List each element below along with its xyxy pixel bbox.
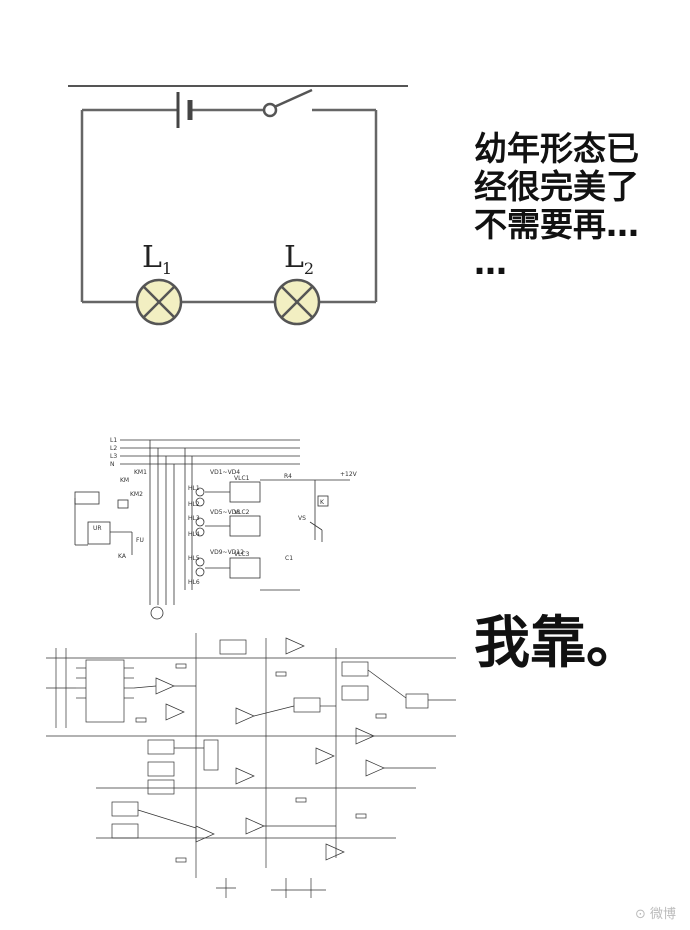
lamp-l2 [273, 278, 321, 326]
label-vlc2: VLC2 [234, 509, 250, 516]
bottom-caption: 我靠。 [474, 611, 642, 676]
label-hl6: HL6 [188, 579, 200, 586]
label-hl4: HL4 [188, 531, 200, 538]
three-phase-schematic: L1 L2 L3 N VD1~VD4 VLC1 VD5~VD8 VLC2 VD9… [74, 437, 358, 620]
lamp-l1 [135, 278, 183, 326]
label-km: KM [120, 477, 129, 484]
watermark: ⊙ 微博 [634, 907, 676, 922]
switch-symbol [262, 88, 313, 118]
label-km1: KM1 [134, 469, 147, 476]
complex-schematic [46, 633, 456, 898]
label-fu: FU [136, 537, 144, 544]
label-vd1-vd4: VD1~VD4 [210, 469, 240, 476]
lamp-label-l1: L1 [142, 240, 173, 278]
label-l3: L3 [110, 453, 117, 460]
top-caption-line: 经很完美了 [474, 167, 639, 206]
label-vd5-vd8: VD5~VD8 [210, 509, 240, 516]
simple-circuit-diagram [68, 85, 408, 326]
label-vs: VS [298, 515, 306, 522]
top-caption: 幼年形态已 经很完美了 不需要再… … [474, 130, 674, 282]
label-12v: +12V [340, 471, 358, 478]
schematic-1-labels: L1 L2 L3 N VD1~VD4 VLC1 VD5~VD8 VLC2 VD9… [93, 437, 358, 586]
lamp-label-l2: L2 [284, 240, 315, 278]
top-caption-line: 不需要再… [474, 205, 639, 244]
label-hl5: HL5 [188, 555, 200, 562]
label-hl2: HL2 [188, 501, 200, 508]
label-c1: C1 [285, 555, 293, 562]
label-hl1: HL1 [188, 485, 200, 492]
label-hl3: HL3 [188, 515, 200, 522]
label-ka: KA [118, 553, 127, 560]
label-l1: L1 [110, 437, 117, 444]
label-vlc3: VLC3 [234, 551, 250, 558]
label-l2: L2 [110, 445, 117, 452]
label-km2: KM2 [130, 491, 143, 498]
circuit-wires [80, 108, 378, 304]
label-k: K [320, 499, 325, 506]
label-ur: UR [93, 525, 102, 532]
label-vd9-vd12: VD9~VD12 [210, 549, 244, 556]
battery-symbol [176, 92, 193, 128]
label-vlc1: VLC1 [234, 475, 250, 482]
label-n: N [110, 461, 115, 468]
label-r4: R4 [284, 473, 292, 480]
top-caption-line: 幼年形态已 [474, 129, 639, 168]
top-caption-line: … [474, 243, 507, 282]
